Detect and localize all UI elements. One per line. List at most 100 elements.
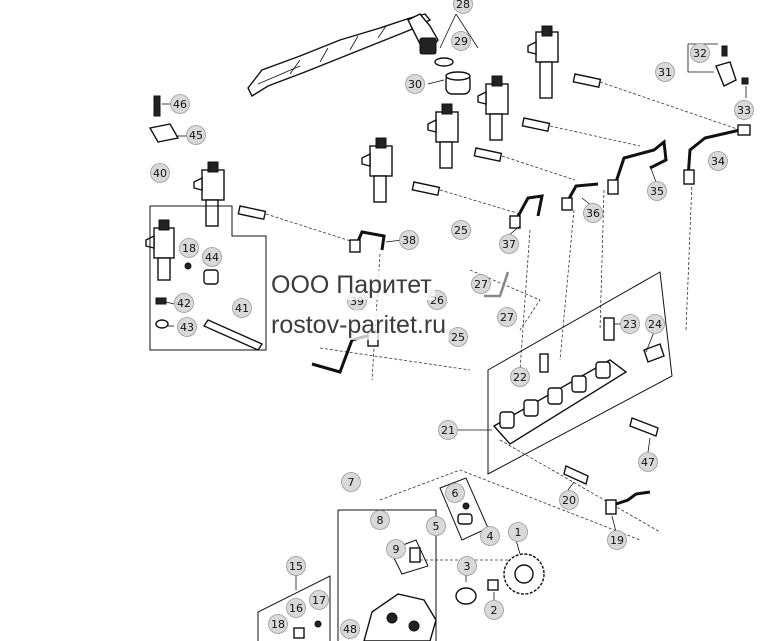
- o-ring-29: [434, 57, 454, 67]
- callout-c5: 5: [426, 516, 446, 536]
- callout-label: 19: [610, 534, 624, 547]
- callout-c27b: 27: [497, 307, 517, 327]
- callout-c41: 41: [232, 298, 252, 318]
- callout-label: 21: [441, 424, 455, 437]
- callout-bubble: [647, 181, 667, 201]
- callout-bubble: [341, 472, 361, 492]
- callout-label: 3: [464, 560, 471, 573]
- callout-label: 38: [402, 234, 416, 247]
- callout-c38: 38: [399, 230, 419, 250]
- fuel-pipe-36: [561, 182, 599, 211]
- callout-label: 48: [343, 623, 357, 636]
- callout-label: 44: [205, 251, 219, 264]
- connector-tubes: [237, 73, 602, 221]
- wiring-harness: [247, 13, 439, 98]
- callout-bubble: [150, 163, 170, 183]
- callout-bubble: [457, 556, 477, 576]
- fuel-pipe-34: [683, 124, 751, 185]
- fuel-pipe-38: [349, 230, 386, 253]
- callout-label: 2: [491, 604, 498, 617]
- callout-c33: 33: [734, 100, 754, 120]
- frame-21: [487, 271, 673, 475]
- injector-5: [193, 161, 225, 227]
- callout-label: 29: [454, 35, 468, 48]
- callout-label: 42: [177, 297, 191, 310]
- callout-c3: 3: [457, 556, 477, 576]
- oring-3-nut-2: [455, 579, 499, 605]
- callout-c47: 47: [638, 452, 658, 472]
- callout-c28: 28: [453, 0, 473, 14]
- frame-15: [257, 575, 331, 641]
- callout-label: 32: [693, 47, 707, 60]
- callout-label: 27: [474, 278, 488, 291]
- callout-bubble: [508, 522, 528, 542]
- callout-c17: 17: [309, 590, 329, 610]
- callout-c2: 2: [484, 600, 504, 620]
- frame-7: [337, 509, 437, 641]
- callout-label: 18: [271, 618, 285, 631]
- callout-c45: 45: [186, 125, 206, 145]
- callout-bubble: [370, 510, 390, 530]
- callout-label: 17: [312, 594, 326, 607]
- callout-label: 41: [235, 302, 249, 315]
- callout-label: 25: [451, 331, 465, 344]
- callout-bubble: [445, 483, 465, 503]
- injector-1: [527, 25, 559, 99]
- callout-bubble: [268, 614, 288, 634]
- callout-c27a: 27: [471, 274, 491, 294]
- callout-bubble: [655, 62, 675, 82]
- callout-c4: 4: [480, 526, 500, 546]
- callout-label: 31: [658, 66, 672, 79]
- bracket-31: [715, 45, 749, 87]
- callout-bubble: [286, 556, 306, 576]
- callout-bubble: [559, 490, 579, 510]
- callout-bubble: [480, 526, 500, 546]
- callout-c31: 31: [655, 62, 675, 82]
- callout-c29: 29: [451, 31, 471, 51]
- callout-bubble: [340, 619, 360, 639]
- callout-label: 35: [650, 185, 664, 198]
- callout-label: 27: [500, 311, 514, 324]
- parts-15: [293, 620, 322, 639]
- callout-bubble: [399, 230, 419, 250]
- callout-bubble: [638, 452, 658, 472]
- callout-bubble: [620, 314, 640, 334]
- callout-bubble: [174, 293, 194, 313]
- callout-bubble: [286, 598, 306, 618]
- callout-c20: 20: [559, 490, 579, 510]
- injector-3: [427, 103, 459, 169]
- injector-parts-40: [155, 262, 264, 351]
- sensor-5-6: [457, 502, 473, 525]
- callout-c48: 48: [340, 619, 360, 639]
- callout-bubble: [170, 94, 190, 114]
- callout-bubble: [451, 31, 471, 51]
- callout-label: 34: [711, 155, 725, 168]
- callout-label: 33: [737, 104, 751, 117]
- callout-bubble: [426, 516, 446, 536]
- callout-c36: 36: [583, 203, 603, 223]
- callout-label: 43: [180, 321, 194, 334]
- callout-bubble: [497, 307, 517, 327]
- callout-bubbles: 2829303132333435363738404645184442434139…: [150, 0, 754, 639]
- callout-c18b: 18: [268, 614, 288, 634]
- callout-c25b: 25: [448, 327, 468, 347]
- callout-c7: 7: [341, 472, 361, 492]
- clamp-45: [148, 95, 180, 143]
- callout-label: 28: [456, 0, 470, 11]
- callout-c19: 19: [607, 530, 627, 550]
- callout-label: 4: [487, 530, 494, 543]
- callout-bubble: [202, 247, 222, 267]
- callout-c46: 46: [170, 94, 190, 114]
- pump-body: [363, 593, 437, 641]
- callout-c37: 37: [499, 234, 519, 254]
- fuel-pipe-27: [484, 271, 510, 298]
- callout-bubble: [186, 125, 206, 145]
- callout-label: 45: [189, 129, 203, 142]
- callout-bubble: [734, 100, 754, 120]
- callout-c6: 6: [445, 483, 465, 503]
- callout-c34: 34: [708, 151, 728, 171]
- callout-bubble: [645, 314, 665, 334]
- callout-c25a: 25: [451, 220, 471, 240]
- injector-2: [477, 75, 509, 141]
